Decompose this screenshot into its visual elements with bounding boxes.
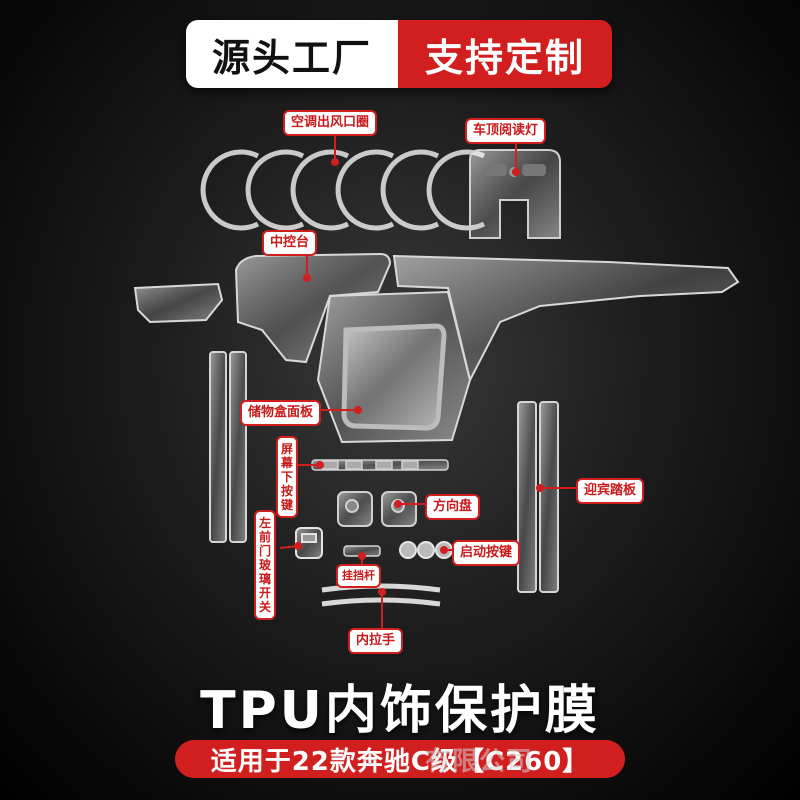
roof-light-part [469, 149, 561, 239]
header-right-text: 支持定制 [398, 20, 612, 88]
vent-rings [200, 149, 486, 231]
label-console: 中控台 [262, 230, 318, 256]
label-storage: 储物盒面板 [240, 400, 322, 426]
label-vent: 空调出风口圈 [283, 110, 378, 136]
label-start-button: 启动按键 [452, 540, 521, 566]
storage-panel-part [341, 323, 447, 431]
main-title: TPU内饰保护膜 [200, 681, 600, 741]
steering-buttons-part [337, 491, 417, 527]
label-door-sill: 迎宾踏板 [576, 478, 645, 504]
label-window-switch: 左前门玻璃开关 [254, 510, 276, 620]
header-banner: 源头工厂 支持定制 [186, 20, 612, 88]
label-roof-light: 车顶阅读灯 [465, 118, 547, 144]
screen-buttons-part [311, 459, 449, 471]
watermark: 有限公司 [425, 747, 534, 777]
right-sill-part [517, 401, 559, 593]
leader-lines [279, 132, 576, 628]
left-sill-part [209, 351, 247, 543]
label-screen-buttons: 屏幕下按键 [276, 436, 298, 518]
subtitle-bar: 适用于22款奔驰C级【C260】 [175, 740, 625, 778]
door-handle-part [321, 583, 441, 607]
label-gear: 挂挡杆 [336, 564, 381, 588]
header-left-text: 源头工厂 [186, 20, 398, 88]
label-handle: 内拉手 [348, 628, 404, 654]
label-steering: 方向盘 [425, 494, 481, 520]
